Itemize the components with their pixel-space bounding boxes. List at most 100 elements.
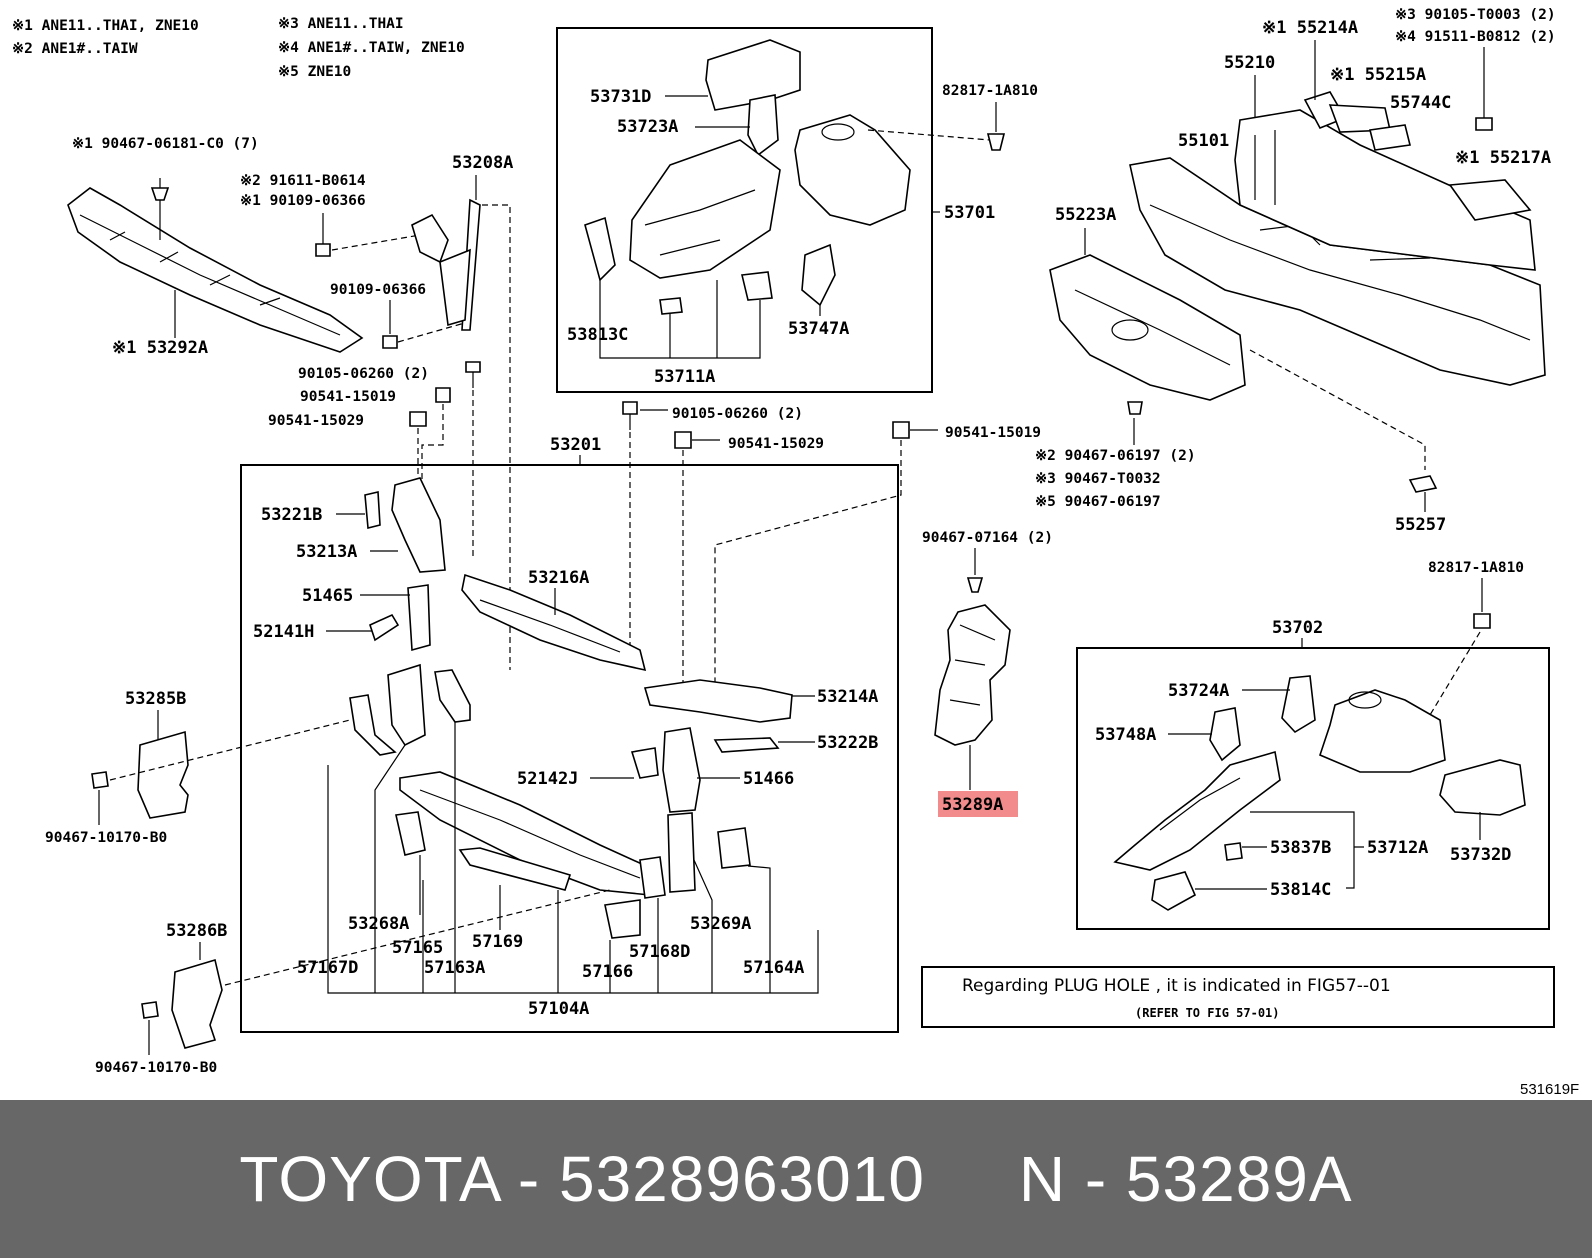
plug-hole-note: Regarding PLUG HOLE , it is indicated in… bbox=[962, 976, 1391, 996]
label-53285B: 53285B bbox=[125, 689, 186, 709]
label-90467-10170-a: 90467-10170-B0 bbox=[45, 830, 167, 846]
label-57166: 57166 bbox=[582, 962, 633, 982]
label-53813C: 53813C bbox=[567, 325, 628, 345]
footer-sep: - bbox=[499, 1143, 559, 1215]
leader-dash bbox=[867, 129, 991, 141]
fastener-icon bbox=[622, 401, 720, 690]
clip-icon bbox=[1473, 613, 1491, 629]
dash-panel-drawing bbox=[1049, 91, 1546, 493]
plug-hole-ref: (REFER TO FIG 57-01) bbox=[1135, 1006, 1280, 1020]
bracket-53285B-drawing bbox=[91, 719, 351, 825]
cowl-panel-drawing bbox=[67, 178, 364, 353]
label-51465: 51465 bbox=[302, 586, 353, 606]
radiator-support-drawing bbox=[349, 477, 793, 939]
label-57169: 57169 bbox=[472, 932, 523, 952]
bracket-53286B-drawing bbox=[141, 889, 611, 1055]
label-90541-c: 90541-15029 bbox=[728, 436, 824, 452]
label-91611: ※2 91611-B0614 bbox=[240, 173, 366, 189]
label-90105-b: 90105-06260 (2) bbox=[672, 406, 803, 422]
label-55257: 55257 bbox=[1395, 515, 1446, 535]
label-90467-10170-b: 90467-10170-B0 bbox=[95, 1060, 217, 1076]
fastener-icon bbox=[409, 361, 481, 560]
label-55101: 55101 bbox=[1178, 131, 1229, 151]
footer-brand: TOYOTA bbox=[239, 1143, 500, 1215]
label-53222B: 53222B bbox=[817, 733, 878, 753]
label-57165: 57165 bbox=[392, 938, 443, 958]
box-radiator-support bbox=[240, 464, 899, 1033]
label-53723A: 53723A bbox=[617, 117, 678, 137]
label-53814C: 53814C bbox=[1270, 880, 1331, 900]
label-53269A: 53269A bbox=[690, 914, 751, 934]
box-apron-left bbox=[556, 27, 933, 393]
label-55210: 55210 bbox=[1224, 53, 1275, 73]
label-90105-T0003: ※3 90105-T0003 (2) bbox=[1395, 7, 1556, 23]
label-90109-b: 90109-06366 bbox=[330, 282, 426, 298]
note-line-4: ※4 ANE1#..TAIW, ZNE10 bbox=[278, 40, 465, 56]
label-90467-06197-a: ※2 90467-06197 (2) bbox=[1035, 448, 1196, 464]
label-57168D: 57168D bbox=[629, 942, 690, 962]
leader-bracket bbox=[599, 280, 761, 359]
footer-gap bbox=[925, 1143, 1019, 1215]
label-82817-b: 82817-1A810 bbox=[1428, 560, 1524, 576]
label-53208A: 53208A bbox=[452, 153, 513, 173]
label-90467-07164: 90467-07164 (2) bbox=[922, 530, 1053, 546]
label-90541-b: 90541-15029 bbox=[268, 413, 364, 429]
bolt-icon bbox=[382, 300, 469, 349]
label-53221B: 53221B bbox=[261, 505, 322, 525]
footer-sep: - bbox=[1066, 1143, 1126, 1215]
leader-bracket bbox=[1250, 811, 1364, 889]
highlight-53289A bbox=[938, 791, 1018, 817]
brace-53208A-drawing bbox=[411, 175, 481, 331]
footer-part-number: 5328963010 bbox=[558, 1143, 925, 1215]
note-line-3: ※3 ANE11..THAI bbox=[278, 16, 404, 32]
label-53292A: ※1 53292A bbox=[112, 338, 208, 358]
label-55744C: 55744C bbox=[1390, 93, 1451, 113]
note-line-5: ※5 ZNE10 bbox=[278, 64, 351, 80]
label-91511: ※4 91511-B0812 (2) bbox=[1395, 29, 1556, 45]
bolt-icon bbox=[315, 213, 421, 257]
label-53712A: 53712A bbox=[1367, 838, 1428, 858]
label-55223A: 55223A bbox=[1055, 205, 1116, 225]
label-90541-a: 90541-15019 bbox=[300, 389, 396, 405]
part-53289A-drawing[interactable] bbox=[934, 604, 1011, 790]
footer-ref-code: 53289A bbox=[1125, 1143, 1353, 1215]
clip-icon bbox=[986, 133, 1006, 151]
label-90467-T0032: ※3 90467-T0032 bbox=[1035, 471, 1161, 487]
footer-marker: N bbox=[1018, 1143, 1067, 1215]
label-52142J: 52142J bbox=[517, 769, 578, 789]
label-90467-06197-b: ※5 90467-06197 bbox=[1035, 494, 1161, 510]
label-53732D: 53732D bbox=[1450, 845, 1511, 865]
label-53268A: 53268A bbox=[348, 914, 409, 934]
label-cowl-clip: ※1 90467-06181-C0 (7) bbox=[72, 136, 259, 152]
label-53289A[interactable]: 53289A bbox=[942, 795, 1003, 815]
box-apron-right bbox=[1076, 647, 1550, 930]
apron-left-drawing bbox=[584, 39, 911, 315]
label-90105-a: 90105-06260 (2) bbox=[298, 366, 429, 382]
bolt-icon bbox=[1475, 117, 1493, 131]
label-53213A: 53213A bbox=[296, 542, 357, 562]
label-53201: 53201 bbox=[550, 435, 601, 455]
label-53216A: 53216A bbox=[528, 568, 589, 588]
note-line-1: ※1 ANE11..THAI, ZNE10 bbox=[12, 18, 199, 34]
label-55214A: ※1 55214A bbox=[1262, 18, 1358, 38]
leader-dash bbox=[1429, 631, 1481, 716]
label-90109-a: ※1 90109-06366 bbox=[240, 193, 366, 209]
label-55217A: ※1 55217A bbox=[1455, 148, 1551, 168]
label-51466: 51466 bbox=[743, 769, 794, 789]
plug-hole-note-box bbox=[921, 966, 1555, 1028]
label-82817-a: 82817-1A810 bbox=[942, 83, 1038, 99]
label-53837B: 53837B bbox=[1270, 838, 1331, 858]
footer-title: TOYOTA - 5328963010 N - 53289A bbox=[239, 1142, 1352, 1216]
label-53747A: 53747A bbox=[788, 319, 849, 339]
label-53748A: 53748A bbox=[1095, 725, 1156, 745]
figure-code: 531619F bbox=[1520, 1081, 1579, 1098]
footer-banner: TOYOTA - 5328963010 N - 53289A bbox=[0, 1100, 1592, 1258]
fastener-icon bbox=[714, 421, 938, 690]
label-53701: 53701 bbox=[944, 203, 995, 223]
label-55215A: ※1 55215A bbox=[1330, 65, 1426, 85]
label-53214A: 53214A bbox=[817, 687, 878, 707]
parts-diagram: ※1 ANE11..THAI, ZNE10 ※2 ANE1#..TAIW ※3 … bbox=[12, 7, 1579, 1098]
label-53286B: 53286B bbox=[166, 921, 227, 941]
note-line-2: ※2 ANE1#..TAIW bbox=[12, 41, 138, 57]
label-53702: 53702 bbox=[1272, 618, 1323, 638]
